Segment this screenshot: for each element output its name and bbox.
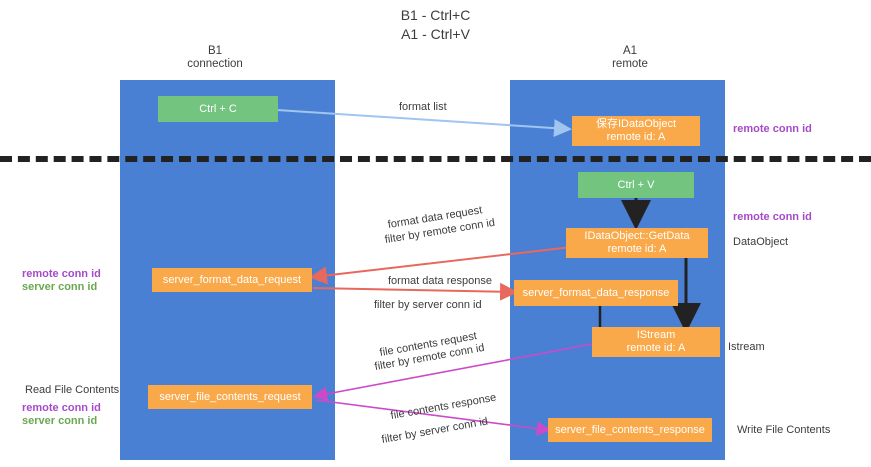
filter-key-server-conn-id: server conn id xyxy=(412,299,482,311)
edge-label-format-data-response-filter: filter by server conn id xyxy=(374,299,482,312)
filter-key-server-conn-id: server conn id xyxy=(418,415,489,440)
annotation-write-file-contents: Write File Contents xyxy=(737,424,831,436)
node-save-idataobject-line1: 保存IDataObject xyxy=(595,118,677,130)
filter-prefix: filter by xyxy=(374,299,413,311)
annotation-left-server-conn-id-bottom: server conn id xyxy=(22,415,98,427)
node-getdata-line1: IDataObject::GetData xyxy=(584,230,690,242)
node-istream[interactable]: IStream remote id: A xyxy=(592,327,720,357)
annotation-istream: Istream xyxy=(728,341,765,353)
filter-prefix: filter by xyxy=(380,427,421,447)
node-ctrl-c[interactable]: Ctrl + C xyxy=(158,96,278,122)
annotation-remote-conn-id-mid: remote conn id xyxy=(733,211,812,223)
annotation-left-remote-conn-id-mid: remote conn id xyxy=(22,268,101,280)
node-server-format-data-response[interactable]: server_format_data_response xyxy=(514,280,678,306)
node-ctrl-c-line1: Ctrl + C xyxy=(199,102,237,115)
node-istream-line2: remote id: A xyxy=(626,342,686,354)
node-server-format-data-request[interactable]: server_format_data_request xyxy=(152,268,312,292)
node-istream-line1: IStream xyxy=(636,329,676,341)
node-ctrl-v[interactable]: Ctrl + V xyxy=(578,172,694,198)
node-save-idataobject-line2: remote id: A xyxy=(606,131,666,143)
lane-header-a1: A1 remote xyxy=(612,45,648,70)
node-ctrl-v-line1: Ctrl + V xyxy=(617,178,655,191)
lane-header-b1: B1 connection xyxy=(187,45,243,70)
node-server-file-contents-response[interactable]: server_file_contents_response xyxy=(548,418,712,442)
node-server-file-contents-request[interactable]: server_file_contents_request xyxy=(148,385,312,409)
page-title: B1 - Ctrl+C A1 - Ctrl+V xyxy=(400,7,471,42)
annotation-left-server-conn-id-mid: server conn id xyxy=(22,281,98,293)
node-server-format-data-response-label: server_format_data_response xyxy=(522,286,670,299)
node-idataobject-getdata[interactable]: IDataObject::GetData remote id: A xyxy=(566,228,708,258)
edge-label-format-data-response: format data response xyxy=(388,275,492,287)
node-server-file-contents-response-label: server_file_contents_response xyxy=(555,423,705,436)
node-save-idataobject[interactable]: 保存IDataObject remote id: A xyxy=(572,116,700,146)
node-server-format-data-request-label: server_format_data_request xyxy=(162,273,302,286)
edge-label-format-list: format list xyxy=(399,101,447,113)
annotation-dataobject: DataObject xyxy=(733,236,789,248)
annotation-remote-conn-id-top: remote conn id xyxy=(733,123,812,135)
annotation-left-remote-conn-id-bottom: remote conn id xyxy=(22,402,101,414)
annotation-read-file-contents: Read File Contents xyxy=(25,384,120,396)
node-server-file-contents-request-label: server_file_contents_request xyxy=(159,390,301,403)
node-getdata-line2: remote id: A xyxy=(607,243,667,255)
phase-divider xyxy=(0,156,871,162)
